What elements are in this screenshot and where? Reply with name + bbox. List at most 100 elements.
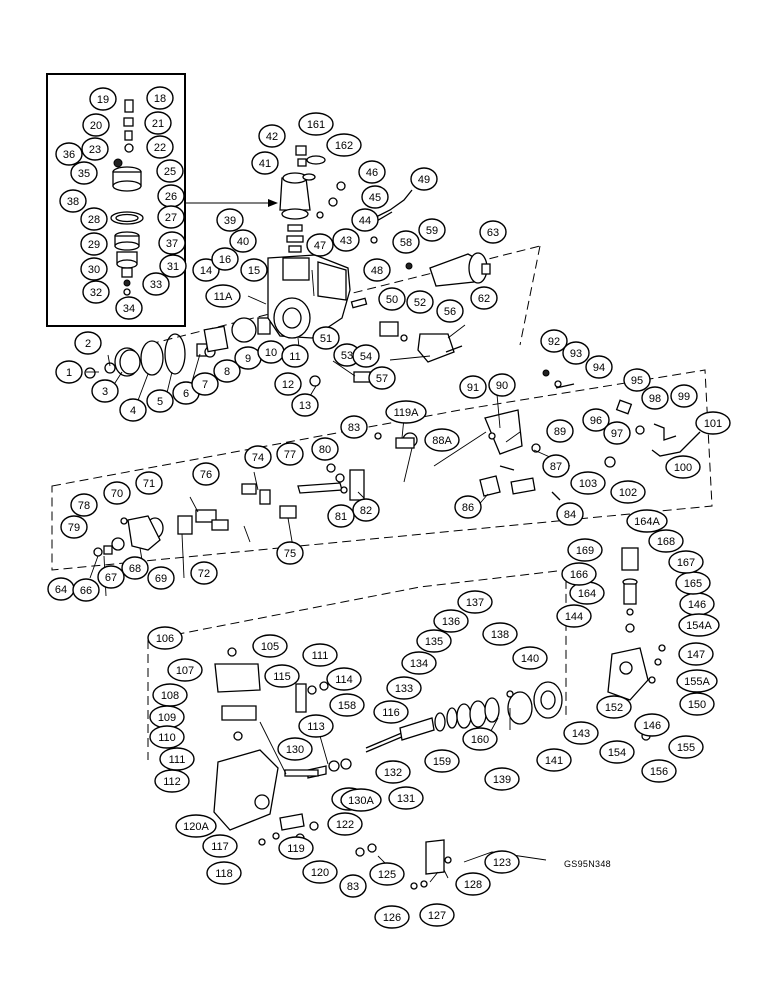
callout-bubble (556, 604, 592, 628)
callout-100: 100 (665, 455, 701, 479)
callout-49: 49 (410, 167, 438, 191)
callout-number: 68 (129, 563, 141, 575)
callout-bubble (585, 355, 613, 379)
callout-117: 117 (202, 834, 238, 858)
callout-number: 36 (63, 149, 75, 161)
callout-bubble (570, 471, 606, 495)
callout-bubble (146, 389, 174, 413)
callout-86: 86 (454, 495, 482, 519)
callout-143: 143 (563, 721, 599, 745)
callout-number: 119A (394, 407, 420, 419)
callout-96: 96 (582, 408, 610, 432)
callout-number: 79 (68, 522, 80, 534)
callout-43: 43 (332, 228, 360, 252)
callout-number: 154A (686, 620, 712, 632)
callout-41: 41 (251, 151, 279, 175)
callout-bubble (89, 87, 117, 111)
callout-bubble (410, 167, 438, 191)
callout-number: 135 (425, 636, 443, 648)
callout-number: 146 (688, 599, 706, 611)
callout-112: 112 (154, 769, 190, 793)
callout-27: 27 (157, 205, 185, 229)
callout-number: 147 (687, 649, 705, 661)
callout-bubble (298, 112, 334, 136)
callout-131: 131 (388, 786, 424, 810)
callout-1: 1 (55, 360, 83, 384)
callout-32: 32 (82, 280, 110, 304)
callout-number: 94 (593, 362, 605, 374)
callout-number: 4 (130, 405, 136, 417)
callout-number: 6 (183, 388, 189, 400)
lower-section-parts (213, 547, 666, 890)
callout-bubble (202, 834, 238, 858)
callout-bubble (302, 860, 338, 884)
callout-bubble (623, 368, 651, 392)
callout-number: 120A (183, 821, 209, 833)
callout-81: 81 (327, 504, 355, 528)
callout-bubble (192, 462, 220, 486)
callout-bubble (302, 643, 338, 667)
callout-number: 126 (383, 912, 401, 924)
callout-number: 31 (167, 261, 179, 273)
callout-bubble (340, 788, 382, 812)
callout-125: 125 (369, 862, 405, 886)
callout-bubble (135, 471, 163, 495)
callout-number: 32 (90, 287, 102, 299)
callout-134: 134 (401, 651, 437, 675)
callout-108: 108 (152, 683, 188, 707)
callout-number: 111 (169, 754, 186, 766)
callout-bubble (406, 290, 434, 314)
callout-number: 130 (286, 744, 304, 756)
callout-number: 69 (155, 573, 167, 585)
callout-bubble (419, 903, 455, 927)
callout-number: 2 (85, 338, 91, 350)
callout-bubble (582, 408, 610, 432)
callout-number: 99 (678, 391, 690, 403)
callout-number: 155A (684, 676, 710, 688)
callout-number: 70 (111, 488, 123, 500)
callout-number: 152 (605, 702, 623, 714)
callout-bubble (340, 415, 368, 439)
callout-bubble (457, 590, 493, 614)
callout-bubble (695, 411, 731, 435)
callout-98: 98 (641, 386, 669, 410)
callout-52: 52 (406, 290, 434, 314)
callout-bubble (306, 233, 334, 257)
callout-146: 146 (679, 592, 715, 616)
callout-107: 107 (167, 658, 203, 682)
callout-number: 45 (369, 192, 381, 204)
callout-37: 37 (158, 231, 186, 255)
callout-155: 155 (668, 735, 704, 759)
callout-154A: 154A (678, 613, 720, 637)
callout-bubble (374, 905, 410, 929)
callout-118: 118 (206, 861, 242, 885)
callout-number: 115 (273, 671, 291, 683)
callout-bubble (433, 609, 469, 633)
callout-158: 158 (329, 693, 365, 717)
callout-bubble (147, 626, 183, 650)
callout-122: 122 (327, 812, 363, 836)
callout-119A: 119A (385, 400, 427, 424)
callout-51: 51 (312, 326, 340, 350)
callout-bubble (167, 658, 203, 682)
callout-141: 141 (536, 748, 572, 772)
callout-number: 42 (266, 131, 278, 143)
callout-110: 110 (149, 725, 185, 749)
callout-111: 111 (159, 747, 195, 771)
callout-bubble (641, 759, 677, 783)
callout-75: 75 (276, 541, 304, 565)
callout-number: 118 (215, 868, 233, 880)
callout-bubble (281, 344, 309, 368)
callout-bubble (634, 713, 670, 737)
callout-62: 62 (470, 286, 498, 310)
callout-11: 11 (281, 344, 309, 368)
callout-bubble (55, 360, 83, 384)
callout-number: 39 (224, 215, 236, 227)
callout-14: 14 (192, 258, 220, 282)
callout-number: 107 (176, 665, 194, 677)
callout-88A: 88A (424, 428, 460, 452)
callout-132: 132 (375, 760, 411, 784)
upper-pump-assembly (84, 145, 491, 387)
callout-54: 54 (352, 344, 380, 368)
callout-bubble (115, 296, 143, 320)
